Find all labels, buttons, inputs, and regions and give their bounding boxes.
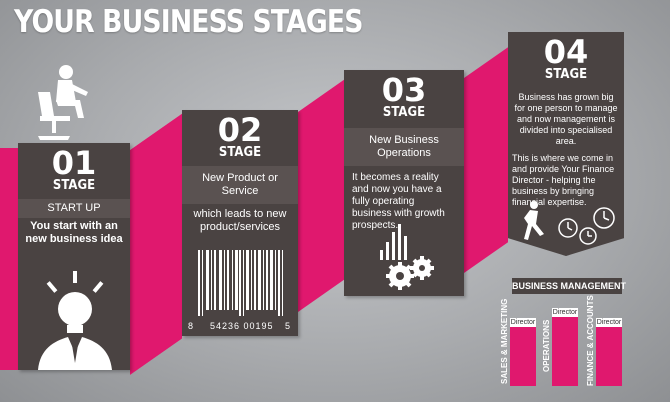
management-bar-operations — [552, 316, 578, 386]
businessman-chair-icon — [38, 65, 88, 140]
stage-1-heading: START UP — [18, 199, 130, 218]
management-bar-sales — [510, 326, 536, 386]
lightbulb-person-icon — [38, 271, 112, 370]
management-bar-finance — [596, 326, 622, 386]
stage-4-number: 04 — [543, 33, 589, 71]
dept-label-operations: OPERATIONS — [542, 319, 551, 372]
stage-3-text: It becomes a reality and now you have a … — [352, 172, 445, 231]
barcode: 8 54236 00195 5 — [188, 250, 292, 331]
dept-label-finance: FINANCE & ACCOUNTS — [586, 295, 595, 386]
stage-3-number: 03 — [381, 71, 427, 109]
gears-growth-icon — [380, 224, 434, 290]
stage-4-text-1: Business has grown big for one person to… — [514, 92, 618, 146]
stage-2-heading: New Product or Service — [182, 166, 298, 204]
dept-label-sales: SALES & MARKETING — [500, 298, 509, 384]
director-label-finance: Director — [596, 318, 622, 327]
barcode-icon — [198, 250, 283, 316]
runner-clocks-icon — [524, 201, 615, 245]
director-label-sales: Director — [510, 318, 536, 327]
ribbon-left-edge — [0, 148, 18, 370]
stage-2-text: which leads to new product/services — [193, 208, 287, 233]
ribbon-connector-1 — [130, 114, 182, 375]
barcode-right-digit: 5 — [284, 321, 290, 331]
stage-2-panel: 02 STAGE New Product or Service which le… — [182, 110, 298, 336]
stage-1-number: 01 — [51, 144, 97, 182]
stage-3-label: STAGE — [382, 105, 426, 120]
stage-3-heading: New Business Operations — [344, 128, 464, 166]
stage-4-text-2: This is where we come in and provide You… — [512, 153, 615, 207]
stage-1-label: STAGE — [52, 178, 96, 193]
business-management-heading: BUSINESS MANAGEMENT — [512, 278, 626, 294]
ribbon-connector-2 — [298, 79, 344, 312]
director-label-operations: Director — [552, 308, 578, 317]
barcode-digits: 54236 00195 — [210, 321, 274, 331]
ribbon-connector-3 — [464, 47, 508, 273]
stage-2-label: STAGE — [218, 145, 262, 160]
stage-4-panel: 04 STAGE Business has grown big for one … — [508, 32, 624, 256]
page-title: YOUR BUSINESS STAGES — [14, 4, 363, 40]
stage-3-panel: 03 STAGE New Business Operations It beco… — [344, 70, 464, 296]
stage-4-label: STAGE — [544, 67, 588, 82]
stage-2-number: 02 — [217, 111, 263, 149]
stage-1-panel: 01 STAGE START UP You start with an new … — [18, 143, 130, 370]
barcode-left-digit: 8 — [188, 321, 194, 331]
stage-1-text: You start with an new business idea — [25, 220, 123, 245]
